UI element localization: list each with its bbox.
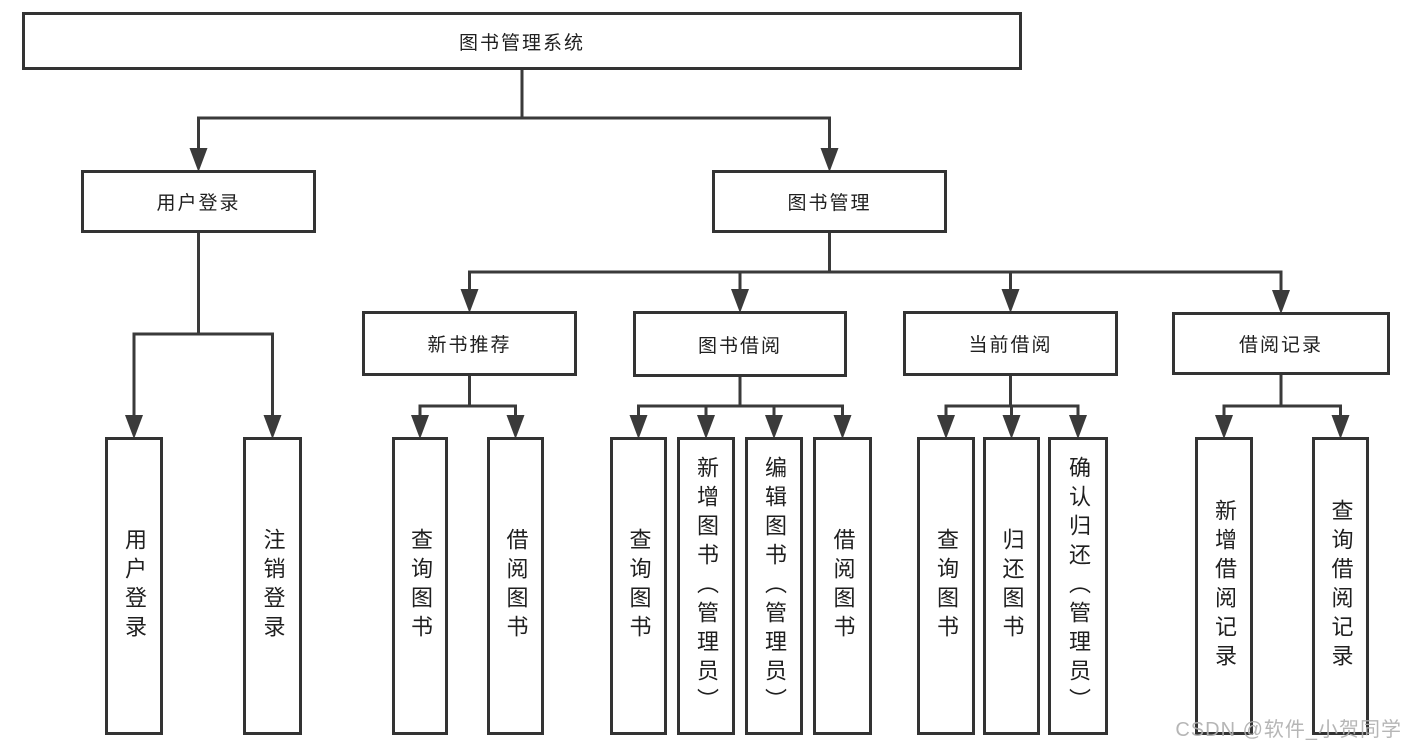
arrowhead-icon xyxy=(263,415,282,439)
node-label-book-borrow: 图书借阅 xyxy=(697,335,782,357)
node-label-leaf-query-borrow-record: 查询借阅记录 xyxy=(1328,499,1354,673)
arrowhead-icon xyxy=(1069,415,1087,439)
node-user-login: 用户登录 xyxy=(81,170,316,233)
arrowhead-icon xyxy=(411,415,429,439)
node-root: 图书管理系统 xyxy=(22,12,1022,70)
arrowhead-icon xyxy=(1215,415,1233,439)
arrowhead-icon xyxy=(460,289,479,313)
node-label-leaf-edit-book: 编辑图书（管理员） xyxy=(762,455,787,717)
node-label-leaf-borrow-book-a: 借阅图书 xyxy=(503,528,529,644)
node-label-new-book-rec: 新书推荐 xyxy=(427,335,512,356)
node-book-borrow: 图书借阅 xyxy=(633,311,847,377)
arrowhead-icon xyxy=(125,415,143,439)
arrowhead-icon xyxy=(506,415,525,439)
node-label-root: 图书管理系统 xyxy=(458,32,585,54)
node-leaf-add-borrow-record: 新增借阅记录 xyxy=(1195,437,1253,735)
node-label-leaf-confirm-return: 确认归还（管理员） xyxy=(1066,455,1091,717)
arrowhead-icon xyxy=(697,415,715,439)
node-leaf-borrow-book-b: 借阅图书 xyxy=(813,437,872,735)
node-label-leaf-query-book-b: 查询图书 xyxy=(626,528,652,644)
node-label-leaf-query-book-a: 查询图书 xyxy=(408,528,433,644)
arrowhead-icon xyxy=(1002,415,1021,439)
node-leaf-query-book-b: 查询图书 xyxy=(610,437,667,735)
arrowhead-icon xyxy=(1001,289,1020,313)
arrowhead-icon xyxy=(820,148,839,172)
node-leaf-edit-book: 编辑图书（管理员） xyxy=(745,437,803,735)
node-leaf-borrow-book-a: 借阅图书 xyxy=(487,437,544,735)
node-label-user-login: 用户登录 xyxy=(156,193,241,214)
node-leaf-confirm-return: 确认归还（管理员） xyxy=(1048,437,1108,735)
node-label-current-borrow: 当前借阅 xyxy=(968,335,1053,356)
arrowhead-icon xyxy=(765,415,783,439)
node-label-leaf-logout: 注销登录 xyxy=(260,528,286,644)
node-label-leaf-add-borrow-record: 新增借阅记录 xyxy=(1212,499,1237,673)
node-leaf-query-book-a: 查询图书 xyxy=(392,437,448,735)
node-leaf-user-login: 用户登录 xyxy=(105,437,163,735)
watermark: CSDN @软件_小贺同学 xyxy=(1175,719,1402,741)
node-label-leaf-borrow-book-b: 借阅图书 xyxy=(830,528,856,644)
node-label-leaf-query-book-c: 查询图书 xyxy=(934,528,959,644)
node-leaf-query-borrow-record: 查询借阅记录 xyxy=(1312,437,1369,735)
arrowhead-icon xyxy=(731,289,749,313)
node-new-book-rec: 新书推荐 xyxy=(362,311,577,376)
arrowhead-icon xyxy=(629,415,648,439)
arrowhead-icon xyxy=(833,415,852,439)
arrowhead-icon xyxy=(1331,415,1350,439)
node-label-borrow-record: 借阅记录 xyxy=(1238,335,1323,356)
node-leaf-add-book: 新增图书（管理员） xyxy=(677,437,735,735)
arrowhead-icon xyxy=(1272,290,1290,314)
node-label-leaf-add-book: 新增图书（管理员） xyxy=(694,455,719,717)
arrowhead-icon xyxy=(937,415,955,439)
arrowhead-icon xyxy=(189,148,208,172)
node-borrow-record: 借阅记录 xyxy=(1172,312,1390,375)
node-book-mgmt: 图书管理 xyxy=(712,170,947,233)
node-leaf-return-book: 归还图书 xyxy=(983,437,1040,735)
node-label-leaf-return-book: 归还图书 xyxy=(999,528,1025,644)
node-label-book-mgmt: 图书管理 xyxy=(787,193,872,214)
node-current-borrow: 当前借阅 xyxy=(903,311,1118,376)
node-label-leaf-user-login: 用户登录 xyxy=(122,528,147,644)
node-leaf-logout: 注销登录 xyxy=(243,437,302,735)
node-leaf-query-book-c: 查询图书 xyxy=(917,437,975,735)
